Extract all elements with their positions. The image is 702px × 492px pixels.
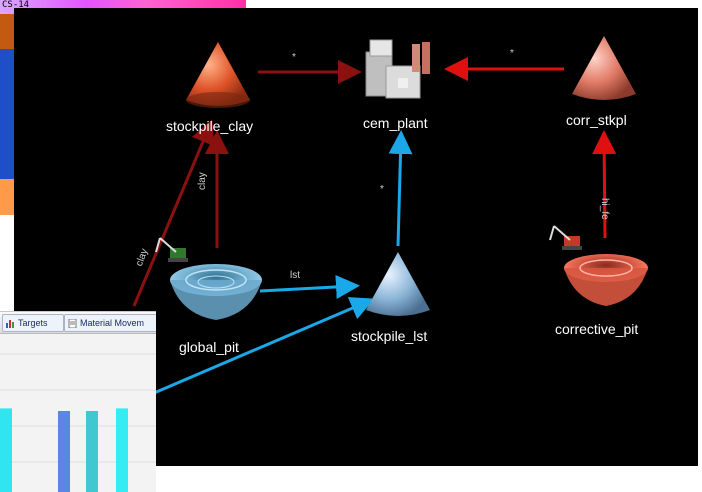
chart-gridlines — [0, 353, 156, 463]
tab-targets[interactable]: Targets — [2, 314, 64, 332]
edge-global-pit-to-stockpile-lst[interactable] — [259, 274, 360, 299]
bar-chart-icon — [6, 319, 14, 328]
chart-window: Targets Material Movem — [0, 311, 156, 492]
flow-diagram-canvas[interactable]: stockpile_clay cem_plant corr_stkpl glob… — [14, 8, 698, 466]
edge-offscreen-to-stockpile-lst[interactable] — [153, 297, 375, 395]
bar-chart — [0, 353, 156, 492]
node-label-stockpile-clay: stockpile_clay — [166, 118, 254, 134]
background-window-panel-orange — [0, 14, 14, 49]
node-label-corr-stkpl: corr_stkpl — [566, 112, 627, 128]
document-icon — [68, 318, 77, 328]
background-window-title: CS-14 — [2, 0, 30, 10]
chart-bar — [0, 408, 12, 492]
chart-bar — [116, 408, 128, 492]
stockpile-clay-cone-icon[interactable] — [186, 42, 250, 108]
chart-bar — [58, 411, 70, 492]
chart-bar — [86, 411, 98, 492]
stockpile-lst-cone-icon[interactable] — [366, 252, 430, 316]
edge-label-clay-to-plant: * — [292, 52, 296, 63]
node-label-global-pit: global_pit — [179, 339, 239, 355]
tab-label-material-movement: Material Movem — [80, 318, 145, 328]
edge-stockpile-lst-to-cem-plant[interactable] — [388, 130, 413, 247]
global-pit-icon[interactable] — [170, 264, 262, 320]
corrective-pit-icon[interactable] — [564, 254, 648, 306]
edge-global-pit-to-stockpile-clay-diagonal[interactable] — [132, 119, 215, 307]
node-label-cem-plant: cem_plant — [363, 115, 428, 131]
background-window-panel-light-orange — [0, 179, 14, 215]
edge-label-pit-to-clay-vertical: clay — [197, 172, 208, 190]
node-label-corrective-pit: corrective_pit — [555, 321, 639, 337]
tab-label-targets: Targets — [18, 318, 48, 328]
corr-stkpl-cone-icon[interactable] — [572, 36, 636, 100]
excavator-global-pit-icon — [155, 237, 188, 262]
background-window-panel-blue — [0, 49, 14, 179]
chart-area — [0, 334, 156, 492]
edge-label-corr-to-plant: * — [510, 48, 514, 59]
node-label-stockpile-lst: stockpile_lst — [351, 328, 428, 344]
edge-label-corrective-to-corr: hi_fe — [599, 198, 610, 220]
edge-corrective-pit-to-corr-stkpl[interactable] — [592, 130, 617, 239]
chart-bars — [0, 408, 128, 492]
edge-label-lst-to-plant: * — [380, 184, 384, 195]
flow-diagram-svg — [132, 36, 648, 395]
tab-material-movement[interactable]: Material Movem — [64, 314, 156, 332]
edge-label-pit-to-lst: lst — [290, 270, 300, 281]
cement-plant-factory-icon[interactable] — [365, 39, 430, 99]
chart-window-tabbar: Targets Material Movem — [0, 312, 156, 334]
excavator-corrective-pit-icon — [549, 225, 582, 250]
